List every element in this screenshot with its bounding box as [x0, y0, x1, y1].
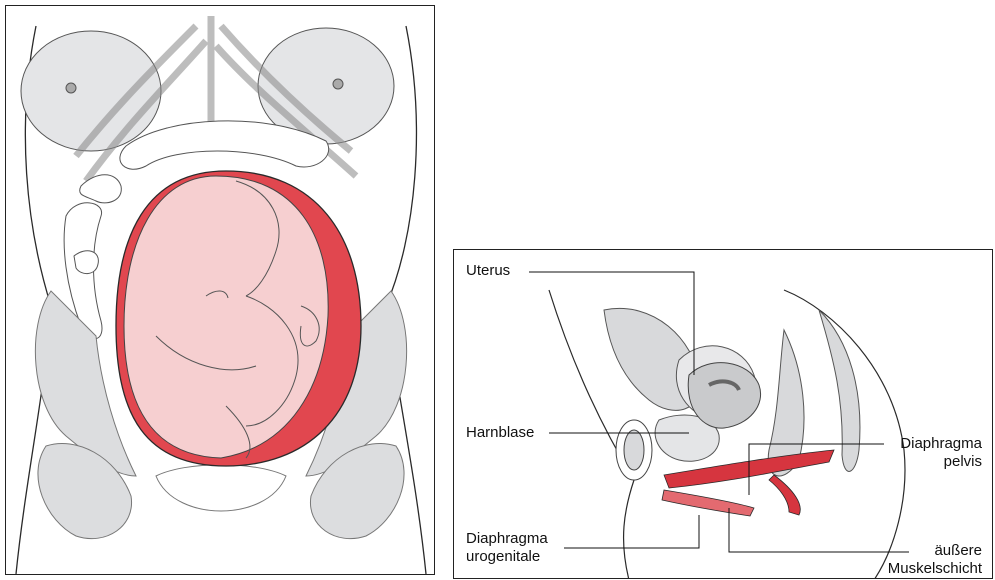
- label-aeussere-line1: äußere: [934, 542, 982, 560]
- label-diaphragma-urogenitale-line1: Diaphragma: [466, 530, 548, 548]
- label-diaphragma-urogenitale-line2: urogenitale: [466, 548, 540, 566]
- pregnancy-anatomy-illustration: [5, 5, 435, 575]
- pelvic-floor-illustration: Uterus Harnblase Diaphragma urogenitale …: [453, 249, 993, 579]
- outer-muscle-layer: [662, 490, 754, 516]
- label-diaphragma-pelvis-line2: pelvis: [944, 453, 982, 471]
- label-uterus: Uterus: [466, 262, 510, 280]
- label-harnblase: Harnblase: [466, 424, 534, 442]
- label-aeussere-line2: Muskelschicht: [888, 560, 982, 578]
- uterus-organ: [688, 363, 760, 428]
- pregnancy-anatomy-svg: [6, 6, 435, 575]
- label-diaphragma-pelvis-line1: Diaphragma: [900, 435, 982, 453]
